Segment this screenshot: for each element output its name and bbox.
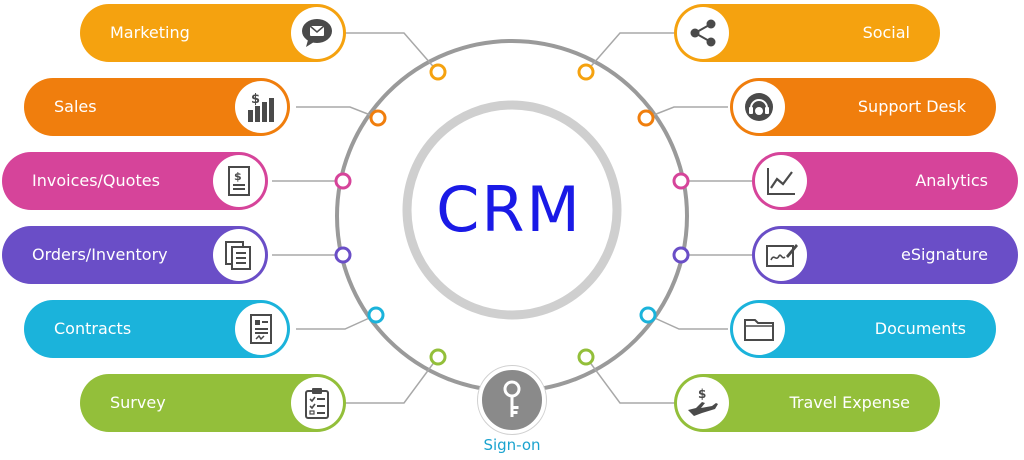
connector-line-left-4 <box>296 314 377 330</box>
module-label: eSignature <box>900 245 988 264</box>
svg-text:$: $ <box>698 387 706 401</box>
module-label: Invoices/Quotes <box>32 171 160 190</box>
module-label: Documents <box>874 319 966 338</box>
module-support-desk[interactable]: Support Desk <box>730 78 996 136</box>
ring-node-right-1 <box>637 109 655 127</box>
ring-node-right-4 <box>639 306 657 324</box>
module-label: Survey <box>110 393 166 412</box>
module-label: Travel Expense <box>789 393 910 412</box>
connector-line-right-0 <box>585 32 680 73</box>
key-icon <box>503 380 521 417</box>
ring-node-left-2 <box>334 172 352 190</box>
module-documents[interactable]: Documents <box>730 300 996 358</box>
module-travel-expense[interactable]: $ Travel Expense <box>674 374 940 432</box>
sign-on-label: Sign-on <box>483 436 541 454</box>
module-label: Support Desk <box>857 97 966 116</box>
module-orders-inventory[interactable]: Orders/Inventory <box>2 226 268 284</box>
module-invoices-quotes[interactable]: Invoices/Quotes $ <box>2 152 268 210</box>
chat-bubble-icon <box>291 7 343 59</box>
connector-line-right-5 <box>585 356 680 404</box>
ring-node-left-4 <box>367 306 385 324</box>
connector-line-right-4 <box>647 314 728 330</box>
sign-on-button[interactable] <box>478 366 546 434</box>
headset-icon <box>733 81 785 133</box>
module-label: Orders/Inventory <box>32 245 168 264</box>
line-chart-icon <box>755 155 807 207</box>
ring-node-right-3 <box>672 246 690 264</box>
invoice-icon: $ <box>213 155 265 207</box>
connector-line-left-0 <box>344 32 439 73</box>
module-survey[interactable]: Survey <box>80 374 346 432</box>
crm-title: CRM <box>436 173 582 246</box>
module-social[interactable]: Social <box>674 4 940 62</box>
module-contracts[interactable]: Contracts <box>24 300 290 358</box>
svg-text:$: $ <box>234 170 242 183</box>
ring-node-right-5 <box>577 348 595 366</box>
module-sales[interactable]: Sales $ <box>24 78 290 136</box>
module-label: Contracts <box>54 319 132 338</box>
contract-icon <box>235 303 287 355</box>
clipboard-checklist-icon <box>291 377 343 429</box>
ring-node-left-3 <box>334 246 352 264</box>
ring-node-right-0 <box>577 63 595 81</box>
module-label: Analytics <box>915 171 988 190</box>
connector-line-right-1 <box>645 106 728 119</box>
module-label: Marketing <box>110 23 190 42</box>
inner-ring <box>402 100 622 320</box>
ring-node-left-1 <box>369 109 387 127</box>
svg-text:$: $ <box>251 92 260 107</box>
ring-node-left-0 <box>429 63 447 81</box>
ring-node-right-2 <box>672 172 690 190</box>
chart-dollar-icon: $ <box>235 81 287 133</box>
connector-line-left-1 <box>296 106 379 119</box>
module-analytics[interactable]: Analytics <box>752 152 1018 210</box>
module-esignature[interactable]: eSignature <box>752 226 1018 284</box>
ring-node-left-5 <box>429 348 447 366</box>
folder-icon <box>733 303 785 355</box>
stacked-documents-icon <box>213 229 265 281</box>
share-icon <box>677 7 729 59</box>
module-label: Sales <box>54 97 97 116</box>
airplane-dollar-icon: $ <box>677 377 729 429</box>
connector-line-left-5 <box>344 356 439 404</box>
module-label: Social <box>862 23 910 42</box>
signature-icon <box>755 229 807 281</box>
module-marketing[interactable]: Marketing <box>80 4 346 62</box>
